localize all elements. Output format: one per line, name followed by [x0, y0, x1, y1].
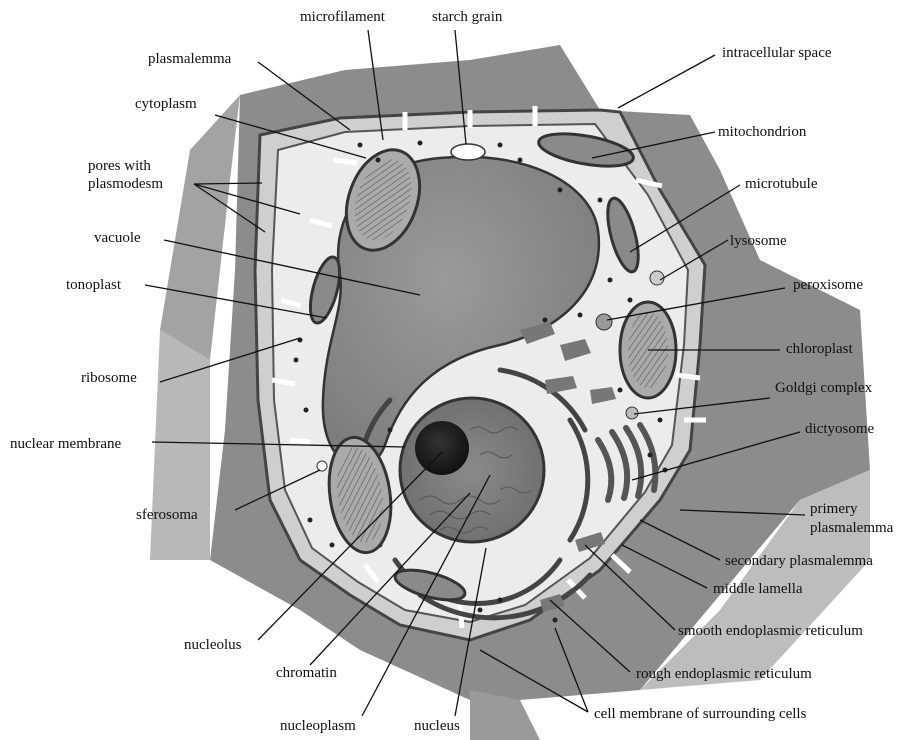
- label-nucleolus: nucleolus: [184, 637, 242, 654]
- golgi-vesicle-shape: [626, 407, 638, 419]
- leader-intracellular-space: [618, 55, 715, 108]
- label-rough-er: rough endoplasmic reticulum: [636, 666, 812, 683]
- label-chloroplast: chloroplast: [786, 341, 853, 358]
- sferosoma-shape: [317, 461, 327, 471]
- label-intracellular-space: intracellular space: [722, 45, 832, 62]
- label-cytoplasm: cytoplasm: [135, 96, 197, 113]
- label-nuclear-membrane: nuclear membrane: [10, 436, 121, 453]
- label-plasmalemma: plasmalemma: [148, 51, 231, 68]
- label-tonoplast: tonoplast: [66, 277, 121, 294]
- label-microfilament: microfilament: [300, 9, 385, 26]
- label-chromatin: chromatin: [276, 665, 337, 682]
- label-primery-line1: primery: [810, 501, 857, 518]
- label-dictyosome: dictyosome: [805, 421, 874, 438]
- label-pores-line2: plasmodesm: [88, 176, 163, 193]
- label-cell-membrane-surrounding: cell membrane of surrounding cells: [594, 706, 806, 723]
- label-microtubule: microtubule: [745, 176, 817, 193]
- nucleus-shape: [400, 398, 544, 542]
- label-nucleus: nucleus: [414, 718, 460, 735]
- label-vacuole: vacuole: [94, 230, 141, 247]
- label-secondary-plasmalemma: secondary plasmalemma: [725, 553, 873, 570]
- label-pores-line1: pores with: [88, 158, 151, 175]
- lysosome-shape: [650, 271, 664, 285]
- label-starch-grain: starch grain: [432, 9, 502, 26]
- label-middle-lamella: middle lamella: [713, 581, 803, 598]
- label-ribosome: ribosome: [81, 370, 137, 387]
- label-sferosoma: sferosoma: [136, 507, 198, 524]
- label-smooth-er: smooth endoplasmic reticulum: [678, 623, 863, 640]
- nucleolus-shape: [415, 421, 469, 475]
- label-nucleoplasm: nucleoplasm: [280, 718, 356, 735]
- label-goldgi-complex: Goldgi complex: [775, 380, 872, 397]
- label-peroxisome: peroxisome: [793, 277, 863, 294]
- peroxisome-shape: [596, 314, 612, 330]
- label-primery-line2: plasmalemma: [810, 520, 893, 537]
- label-lysosome: lysosome: [730, 233, 787, 250]
- label-mitochondrion: mitochondrion: [718, 124, 806, 141]
- starch-grain-shape: [451, 144, 485, 160]
